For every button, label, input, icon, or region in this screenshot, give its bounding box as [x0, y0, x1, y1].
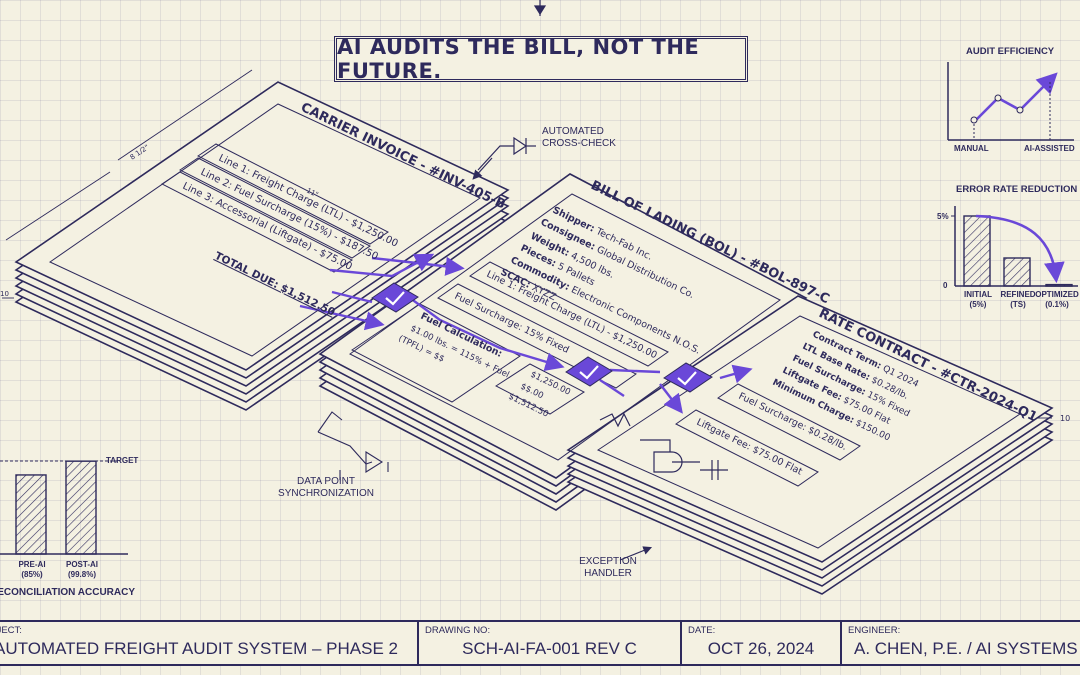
error-rate-y-top: 5%	[937, 212, 949, 221]
reconciliation-label-pre: PRE-AI(85%)	[18, 560, 46, 579]
date-value: OCT 26, 2024	[707, 639, 815, 658]
error-rate-title: ERROR RATE REDUCTION	[956, 184, 1078, 195]
data-sync-label: DATA POINT SYNCHRONIZATION	[278, 476, 374, 499]
date-header: DATE:	[688, 625, 716, 636]
cross-check-label: AUTOMATED CROSS-CHECK	[542, 126, 616, 149]
checkmark-icon	[663, 362, 713, 393]
project-cell: PROJECT: AUTOMATED FREIGHT AUDIT SYSTEM …	[0, 622, 419, 664]
reconciliation-chart	[0, 460, 128, 555]
invoice-dimension-lines	[2, 69, 1052, 419]
audit-efficiency-x-end: AI-ASSISTED	[1024, 144, 1075, 153]
audit-efficiency-x-start: MANUAL	[954, 144, 989, 153]
audit-efficiency-chart	[947, 62, 1074, 141]
top-registration-mark	[533, 0, 547, 16]
exception-leader-line	[619, 546, 653, 561]
document-inner-frames	[48, 103, 1022, 549]
checkmark-icon	[371, 282, 419, 313]
error-rate-chart	[951, 206, 1078, 287]
circuit-symbols	[599, 412, 728, 480]
invoice-dim-depth: 10	[0, 290, 9, 298]
diode-icon	[472, 136, 536, 180]
drawing-cell: DRAWING NO: SCH-AI-FA-001 REV C	[419, 622, 682, 664]
error-rate-bar	[963, 215, 991, 287]
error-rate-bar	[1045, 283, 1073, 287]
invoice-line-boxes	[161, 143, 389, 273]
drawing-number: SCH-AI-FA-001 REV C	[462, 639, 637, 658]
reconciliation-target-label: TARGET	[106, 456, 139, 465]
reconciliation-bar	[65, 460, 97, 555]
exception-handler-label: EXCEPTION HANDLER	[579, 556, 637, 579]
data-flow-lines	[299, 253, 753, 414]
sync-leader-lines	[317, 411, 389, 480]
project-header: PROJECT:	[0, 625, 22, 636]
page-title: AI AUDITS THE BILL, NOT THE FUTURE.	[334, 35, 748, 83]
error-rate-label-refined: REFINED(TS)	[1000, 290, 1036, 309]
engineer-cell: ENGINEER: A. CHEN, P.E. / AI SYSTEMS DIV…	[842, 622, 1080, 664]
error-rate-bar	[1003, 257, 1031, 287]
error-rate-label-initial: INITIAL(5%)	[964, 290, 992, 309]
reconciliation-title: RECONCILIATION ACCURACY	[0, 587, 135, 598]
title-block: PROJECT: AUTOMATED FREIGHT AUDIT SYSTEM …	[0, 620, 1080, 666]
error-rate-y-zero: 0	[943, 281, 948, 290]
project-name: AUTOMATED FREIGHT AUDIT SYSTEM – PHASE 2	[0, 639, 398, 658]
checkmark-icon	[565, 356, 613, 387]
rate-dim: 10	[1060, 414, 1070, 423]
engineer-header: ENGINEER:	[848, 625, 901, 636]
rate-field-boxes	[675, 383, 861, 487]
error-rate-label-optimized: OPTIMIZED(0.1%)	[1035, 290, 1079, 309]
reconciliation-bar	[15, 474, 47, 555]
audit-efficiency-title: AUDIT EFFICIENCY	[966, 46, 1055, 57]
drawing-header: DRAWING NO:	[425, 625, 491, 636]
date-cell: DATE: OCT 26, 2024	[682, 622, 842, 664]
invoice-document-stack	[14, 81, 510, 411]
engineer-name: A. CHEN, P.E. / AI SYSTEMS DIV.	[854, 639, 1080, 658]
reconciliation-label-post: POST-AI(99.8%)	[65, 560, 98, 579]
